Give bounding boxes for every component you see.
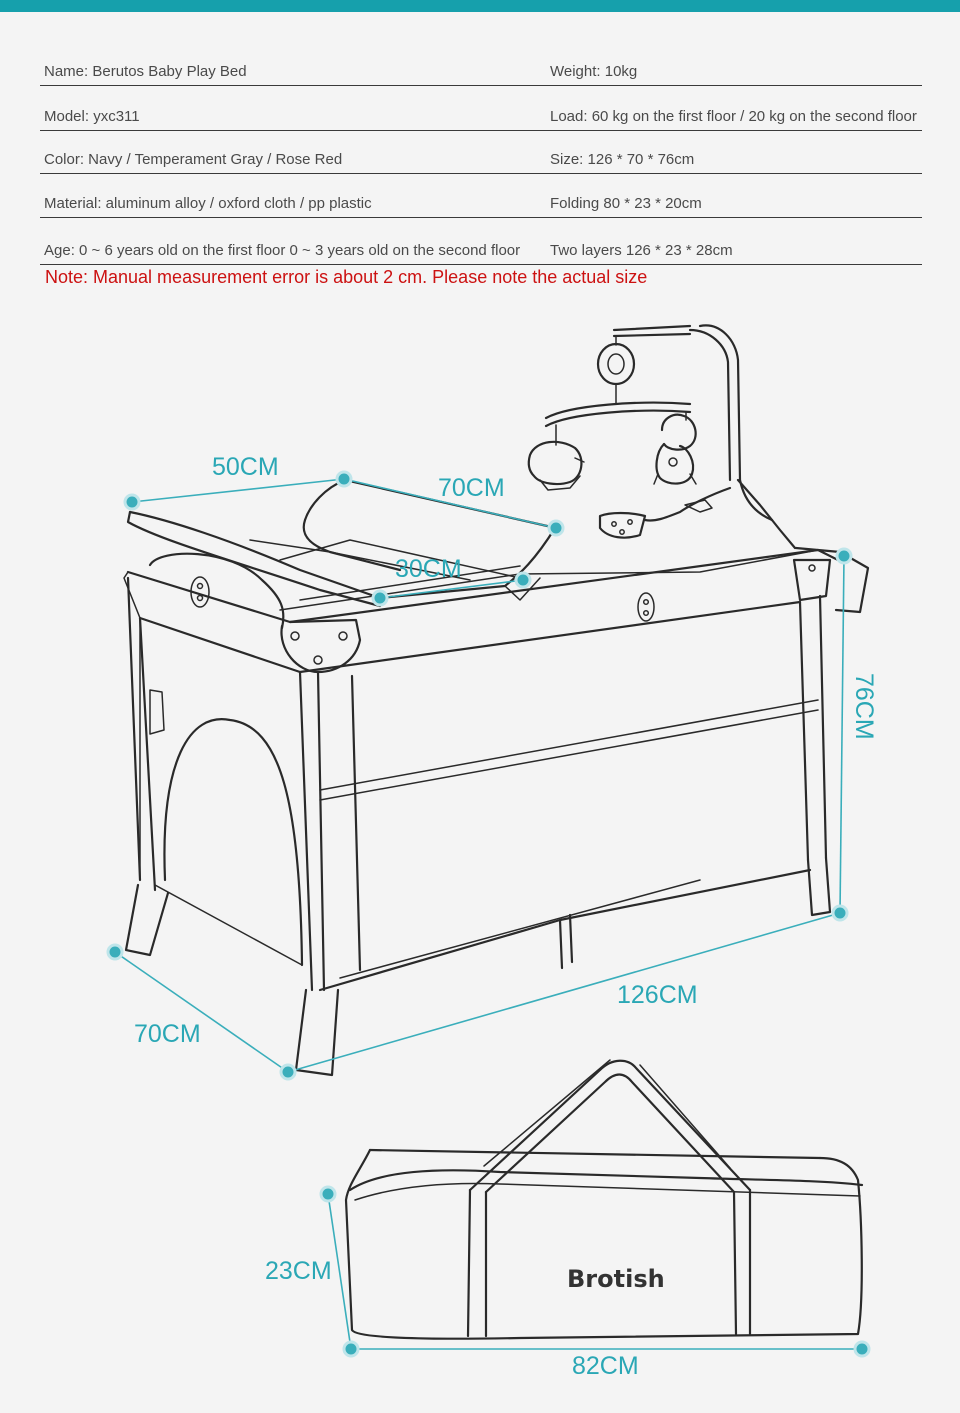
spec-color: Color: Navy / Temperament Gray / Rose Re…: [44, 151, 343, 168]
dimension-marker: [514, 571, 532, 589]
spec-folding: Folding 80 * 23 * 20cm: [550, 195, 702, 212]
dimension-marker: [335, 470, 353, 488]
changer-inner-label: 30CM: [395, 555, 462, 583]
dimension-marker: [371, 589, 389, 607]
spec-weight: Weight: 10kg: [550, 63, 638, 80]
spec-load: Load: 60 kg on the first floor / 20 kg o…: [550, 108, 917, 125]
dimension-marker: [835, 547, 853, 565]
spec-row: Color: Navy / Temperament Gray / Rose Re…: [40, 131, 922, 174]
dimension-marker: [106, 943, 124, 961]
bed-length-label: 126CM: [617, 981, 698, 1009]
bag-length-label: 82CM: [572, 1352, 639, 1380]
spec-model: Model: yxc311: [44, 108, 140, 125]
spec-size: Size: 126 * 70 * 76cm: [550, 151, 695, 168]
bag-dimensions: 23CM 82CM: [265, 1185, 871, 1380]
spec-row: Age: 0 ~ 6 years old on the first floor …: [40, 218, 922, 265]
spec-age: Age: 0 ~ 6 years old on the first floor …: [44, 242, 521, 259]
measurement-note: Note: Manual measurement error is about …: [45, 267, 648, 287]
dimension-marker: [853, 1340, 871, 1358]
changer-width-label: 50CM: [212, 453, 279, 481]
bed-width-label: 70CM: [134, 1020, 201, 1048]
spec-name: Name: Berutos Baby Play Bed: [44, 63, 247, 80]
spec-row: Name: Berutos Baby Play Bed Weight: 10kg: [40, 48, 922, 86]
dimension-marker: [319, 1185, 337, 1203]
dimension-marker: [831, 904, 849, 922]
changer-length-label: 70CM: [438, 474, 505, 502]
dimension-marker: [342, 1340, 360, 1358]
bed-height-label: 76CM: [850, 673, 878, 740]
dimension-marker: [279, 1063, 297, 1081]
spec-row: Model: yxc311 Load: 60 kg on the first f…: [40, 86, 922, 131]
dimension-marker: [547, 519, 565, 537]
spec-two-layers: Two layers 126 * 23 * 28cm: [550, 242, 733, 259]
spec-row: Material: aluminum alloy / oxford cloth …: [40, 174, 922, 218]
bag-height-label: 23CM: [265, 1257, 332, 1285]
top-accent-bar: [0, 0, 960, 12]
bed-dimensions: 50CM 70CM 30CM 76CM 126CM 70CM: [106, 453, 878, 1081]
dimension-marker: [123, 493, 141, 511]
carry-bag-illustration: Brotish: [344, 1059, 864, 1340]
spec-table: Name: Berutos Baby Play Bed Weight: 10kg…: [40, 48, 922, 265]
play-bed-illustration: [123, 324, 870, 1077]
bag-brand-logo: Brotish: [567, 1265, 665, 1293]
spec-material: Material: aluminum alloy / oxford cloth …: [44, 195, 372, 212]
